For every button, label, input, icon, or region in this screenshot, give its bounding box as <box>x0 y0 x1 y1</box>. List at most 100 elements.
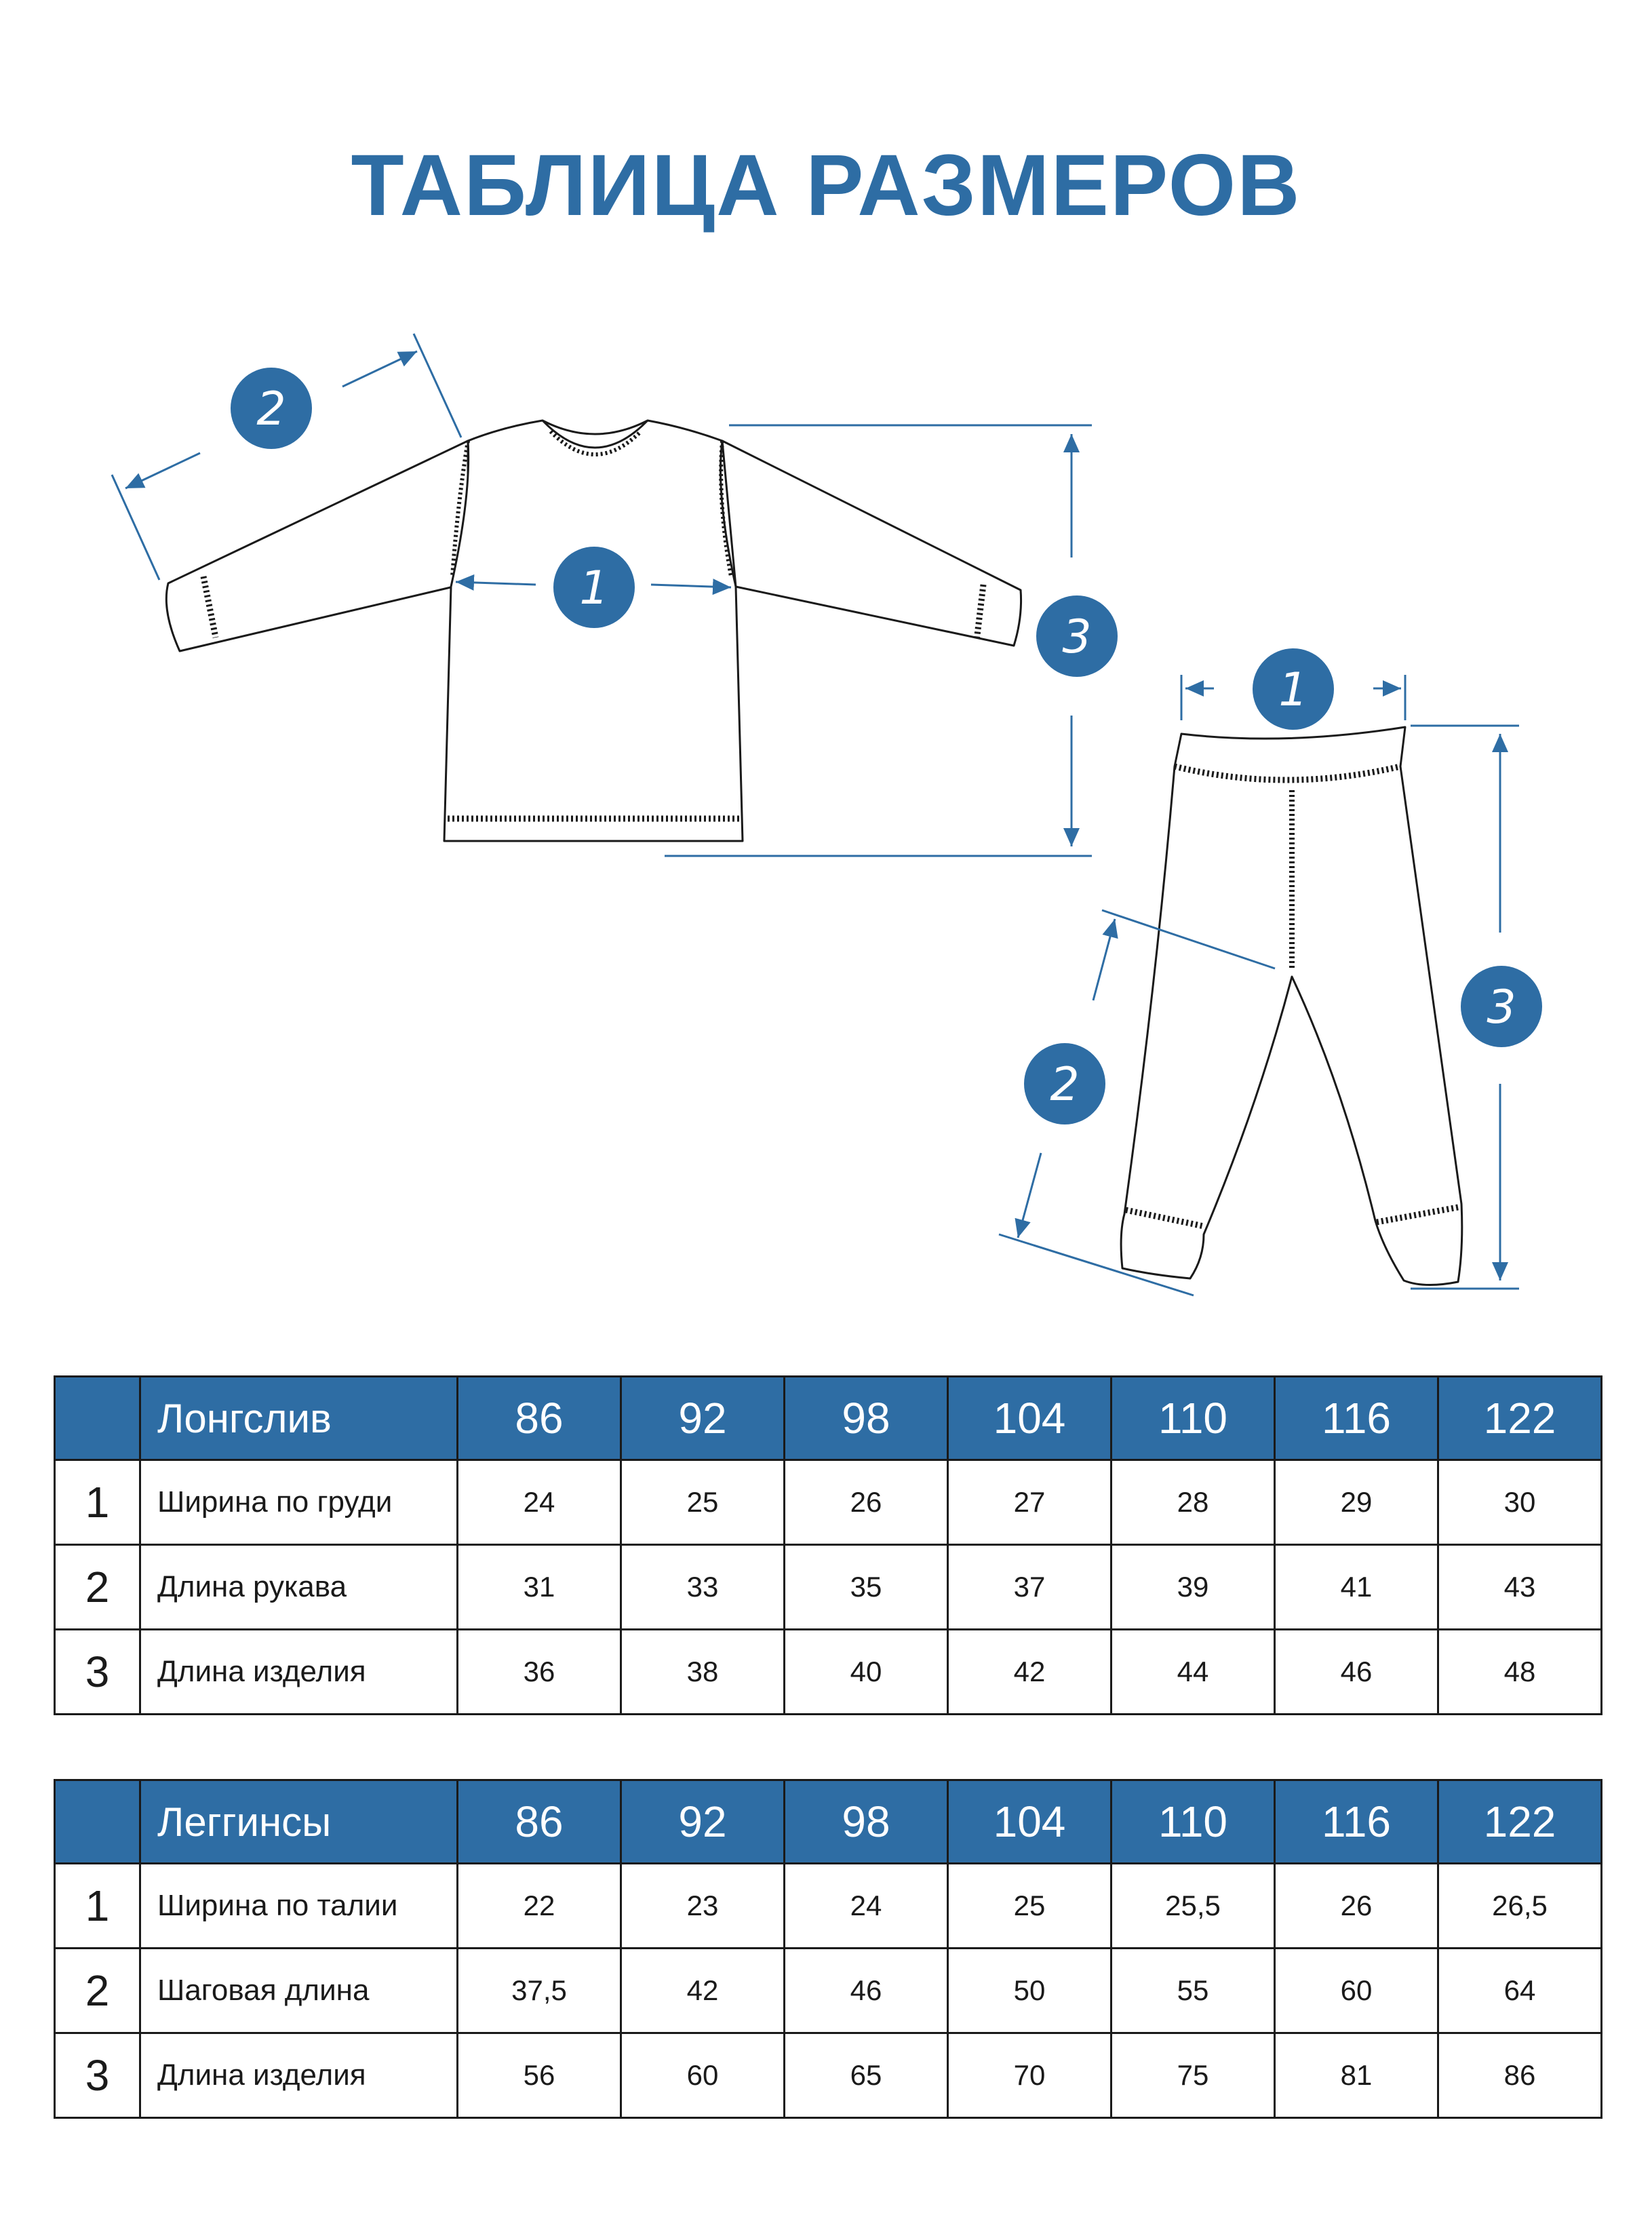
table-cell: 55 <box>1110 1947 1276 2034</box>
table-cell: 31 <box>456 1544 622 1630</box>
size-header: 110 <box>1110 1375 1276 1461</box>
svg-text:3: 3 <box>1062 610 1091 664</box>
table-cell: 81 <box>1274 2032 1439 2119</box>
row-index: 2 <box>54 1544 141 1630</box>
row-index: 3 <box>54 2032 141 2119</box>
table-cell: 22 <box>456 1862 622 1949</box>
product-name: Леггинсы <box>139 1779 458 1864</box>
table-cell: 50 <box>947 1947 1112 2034</box>
table-cell: 40 <box>783 1628 949 1715</box>
leggings-marker-1: 1 <box>1253 648 1334 730</box>
table-row: 3 Длина изделия 36 38 40 42 44 46 48 <box>54 1628 1602 1715</box>
table-cell: 36 <box>456 1628 622 1715</box>
size-header: 92 <box>620 1779 785 1864</box>
table-cell: 64 <box>1437 1947 1602 2034</box>
longsleeve-marker-1: 1 <box>553 547 635 628</box>
size-header: 116 <box>1274 1375 1439 1461</box>
table-cell: 38 <box>620 1628 785 1715</box>
svg-text:1: 1 <box>579 562 608 615</box>
size-header: 116 <box>1274 1779 1439 1864</box>
svg-text:1: 1 <box>1278 663 1307 717</box>
table-row: 1 Ширина по груди 24 25 26 27 28 29 30 <box>54 1459 1602 1546</box>
longsleeve-size-table: Лонгслив 86 92 98 104 110 116 122 1 Шири… <box>54 1375 1602 1715</box>
product-name: Лонгслив <box>139 1375 458 1461</box>
table-cell: 24 <box>456 1459 622 1546</box>
row-label: Ширина по груди <box>139 1459 458 1546</box>
size-header: 104 <box>947 1779 1112 1864</box>
table-cell: 86 <box>1437 2032 1602 2119</box>
table-cell: 44 <box>1110 1628 1276 1715</box>
table-cell: 27 <box>947 1459 1112 1546</box>
table-cell: 65 <box>783 2032 949 2119</box>
table-cell: 60 <box>620 2032 785 2119</box>
table-cell: 42 <box>947 1628 1112 1715</box>
svg-text:2: 2 <box>1050 1058 1079 1112</box>
row-index: 3 <box>54 1628 141 1715</box>
page-title: ТАБЛИЦА РАЗМЕРОВ <box>351 137 1301 234</box>
size-header: 98 <box>783 1779 949 1864</box>
size-header: 86 <box>456 1779 622 1864</box>
table-cell: 37,5 <box>456 1947 622 2034</box>
svg-text:3: 3 <box>1487 981 1516 1034</box>
header-corner-cell <box>54 1779 141 1864</box>
row-label: Длина рукава <box>139 1544 458 1630</box>
table-cell: 75 <box>1110 2032 1276 2119</box>
table-header-row: Леггинсы 86 92 98 104 110 116 122 <box>54 1779 1602 1864</box>
size-header: 122 <box>1437 1779 1602 1864</box>
size-header: 122 <box>1437 1375 1602 1461</box>
header-corner-cell <box>54 1375 141 1461</box>
row-index: 1 <box>54 1862 141 1949</box>
table-cell: 37 <box>947 1544 1112 1630</box>
leggings-size-table: Леггинсы 86 92 98 104 110 116 122 1 Шири… <box>54 1779 1602 2119</box>
garment-measurement-diagram: 1 2 3 1 2 <box>111 333 1542 1297</box>
longsleeve-marker-2: 2 <box>231 368 312 449</box>
longsleeve-marker-3: 3 <box>1036 595 1118 677</box>
table-cell: 25,5 <box>1110 1862 1276 1949</box>
table-cell: 25 <box>947 1862 1112 1949</box>
table-cell: 70 <box>947 2032 1112 2119</box>
table-cell: 28 <box>1110 1459 1276 1546</box>
row-label: Ширина по талии <box>139 1862 458 1949</box>
size-header: 86 <box>456 1375 622 1461</box>
longsleeve-dimensions <box>111 333 1092 857</box>
table-cell: 39 <box>1110 1544 1276 1630</box>
table-cell: 26 <box>1274 1862 1439 1949</box>
table-row: 1 Ширина по талии 22 23 24 25 25,5 26 26… <box>54 1862 1602 1949</box>
table-row: 3 Длина изделия 56 60 65 70 75 81 86 <box>54 2032 1602 2119</box>
table-cell: 26,5 <box>1437 1862 1602 1949</box>
leggings-dimensions <box>998 675 1519 1297</box>
table-cell: 23 <box>620 1862 785 1949</box>
table-cell: 42 <box>620 1947 785 2034</box>
table-cell: 48 <box>1437 1628 1602 1715</box>
table-cell: 24 <box>783 1862 949 1949</box>
leggings-marker-3: 3 <box>1461 966 1542 1047</box>
size-header: 92 <box>620 1375 785 1461</box>
table-cell: 56 <box>456 2032 622 2119</box>
row-index: 1 <box>54 1459 141 1546</box>
leggings-seams <box>1125 763 1459 1230</box>
size-header: 98 <box>783 1375 949 1461</box>
row-label: Шаговая длина <box>139 1947 458 2034</box>
longsleeve-seams <box>200 429 987 822</box>
size-header: 110 <box>1110 1779 1276 1864</box>
table-cell: 25 <box>620 1459 785 1546</box>
row-label: Длина изделия <box>139 2032 458 2119</box>
table-cell: 33 <box>620 1544 785 1630</box>
svg-text:2: 2 <box>256 383 286 436</box>
table-cell: 29 <box>1274 1459 1439 1546</box>
table-row: 2 Шаговая длина 37,5 42 46 50 55 60 64 <box>54 1947 1602 2034</box>
table-cell: 30 <box>1437 1459 1602 1546</box>
leggings-marker-2: 2 <box>1024 1043 1105 1124</box>
table-cell: 41 <box>1274 1544 1439 1630</box>
table-cell: 35 <box>783 1544 949 1630</box>
size-header: 104 <box>947 1375 1112 1461</box>
table-cell: 60 <box>1274 1947 1439 2034</box>
table-cell: 26 <box>783 1459 949 1546</box>
table-cell: 46 <box>1274 1628 1439 1715</box>
table-header-row: Лонгслив 86 92 98 104 110 116 122 <box>54 1375 1602 1461</box>
row-index: 2 <box>54 1947 141 2034</box>
table-cell: 43 <box>1437 1544 1602 1630</box>
table-cell: 46 <box>783 1947 949 2034</box>
table-row: 2 Длина рукава 31 33 35 37 39 41 43 <box>54 1544 1602 1630</box>
row-label: Длина изделия <box>139 1628 458 1715</box>
